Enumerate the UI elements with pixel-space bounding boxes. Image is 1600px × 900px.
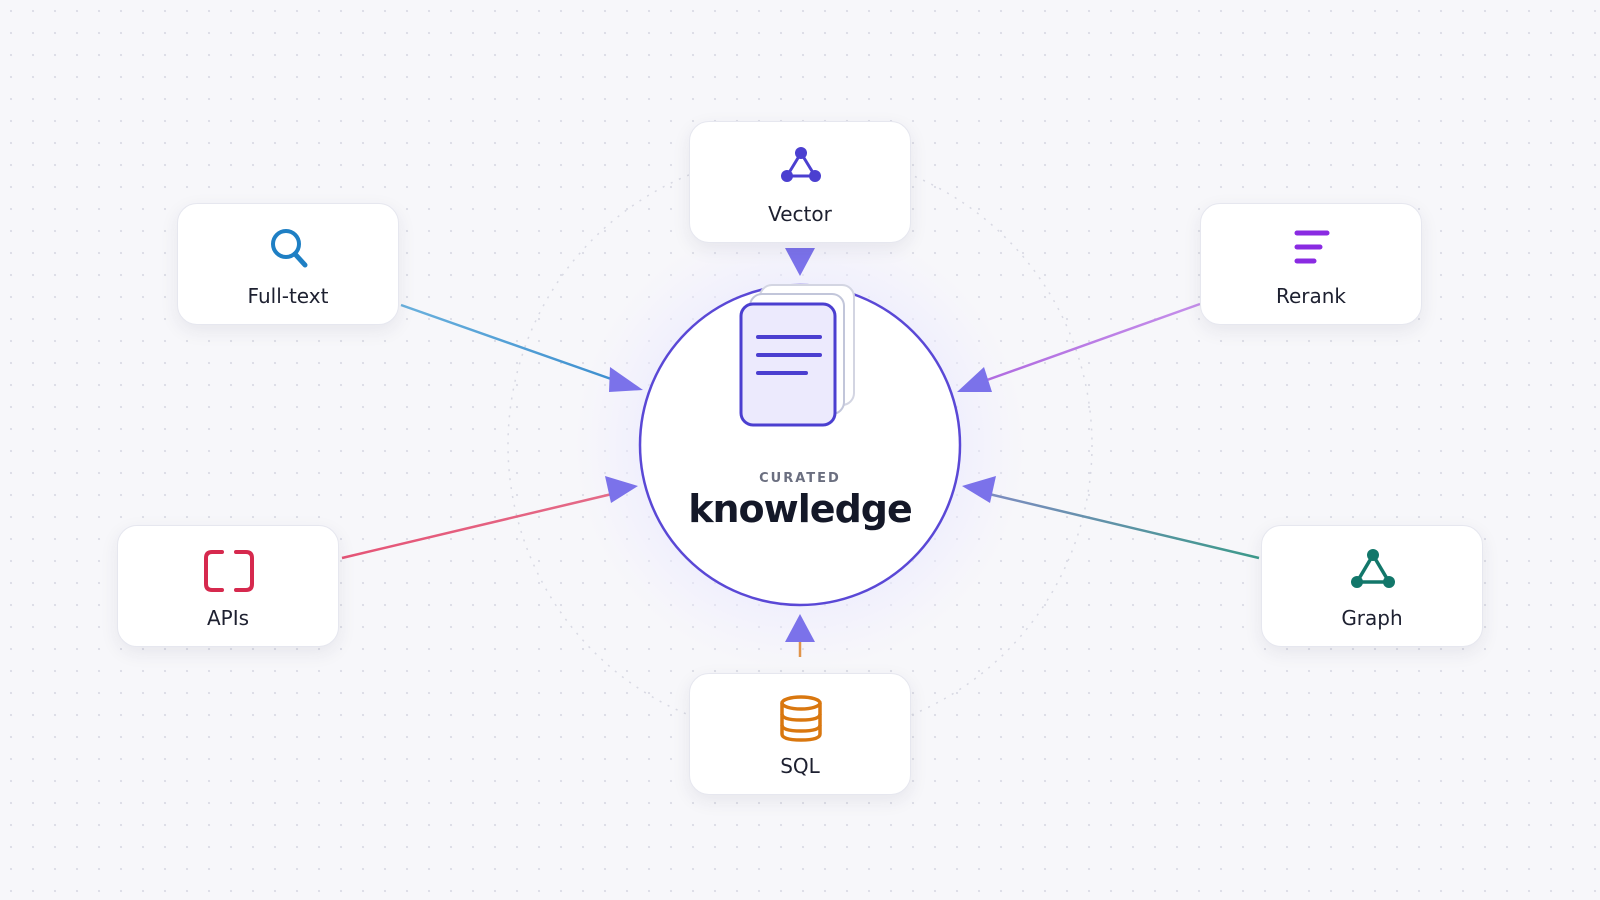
- hub-title: knowledge: [688, 487, 913, 531]
- magnifier-icon: [271, 229, 308, 268]
- outer-dashed-orbit: [507, 152, 1093, 738]
- connector-vector: [785, 248, 815, 276]
- source-label-rerank: Rerank: [1275, 284, 1347, 308]
- vector-triangle-icon: [781, 147, 821, 182]
- source-node-fulltext[interactable]: Full-text: [177, 203, 399, 325]
- brackets-icon: [204, 550, 254, 592]
- arrowhead-vector: [785, 248, 815, 276]
- graph-triangle-icon: [1351, 549, 1395, 588]
- connector-line-fulltext: [400, 303, 615, 382]
- connector-line-apis: [341, 492, 613, 560]
- connector-fulltext: [400, 303, 643, 392]
- database-icon: [780, 695, 822, 742]
- source-node-rerank[interactable]: Rerank: [1200, 203, 1422, 325]
- source-node-vector[interactable]: Vector: [689, 121, 911, 243]
- arrowhead-apis: [605, 476, 638, 503]
- source-node-apis[interactable]: APIs: [117, 525, 339, 647]
- source-label-apis: APIs: [206, 606, 250, 630]
- source-label-sql: SQL: [780, 754, 820, 778]
- connector-line-graph: [988, 492, 1260, 560]
- source-label-fulltext: Full-text: [247, 284, 329, 308]
- arrowhead-sql: [785, 614, 815, 642]
- rerank-bars-icon: [1294, 230, 1330, 264]
- arrowhead-rerank: [957, 367, 992, 392]
- source-node-sql[interactable]: SQL: [689, 673, 911, 795]
- connector-rerank: [957, 302, 1201, 392]
- connector-sql: [785, 614, 815, 657]
- source-label-graph: Graph: [1341, 606, 1403, 630]
- arrowhead-graph: [962, 476, 996, 503]
- connector-graph: [962, 476, 1260, 560]
- source-label-vector: Vector: [768, 202, 832, 226]
- connector-apis: [341, 476, 638, 560]
- documents-stack-icon: [739, 284, 855, 427]
- source-node-graph[interactable]: Graph: [1261, 525, 1483, 647]
- hub-eyebrow-label: CURATED: [759, 471, 841, 486]
- arrowhead-fulltext: [609, 367, 643, 392]
- connector-line-rerank: [986, 302, 1201, 382]
